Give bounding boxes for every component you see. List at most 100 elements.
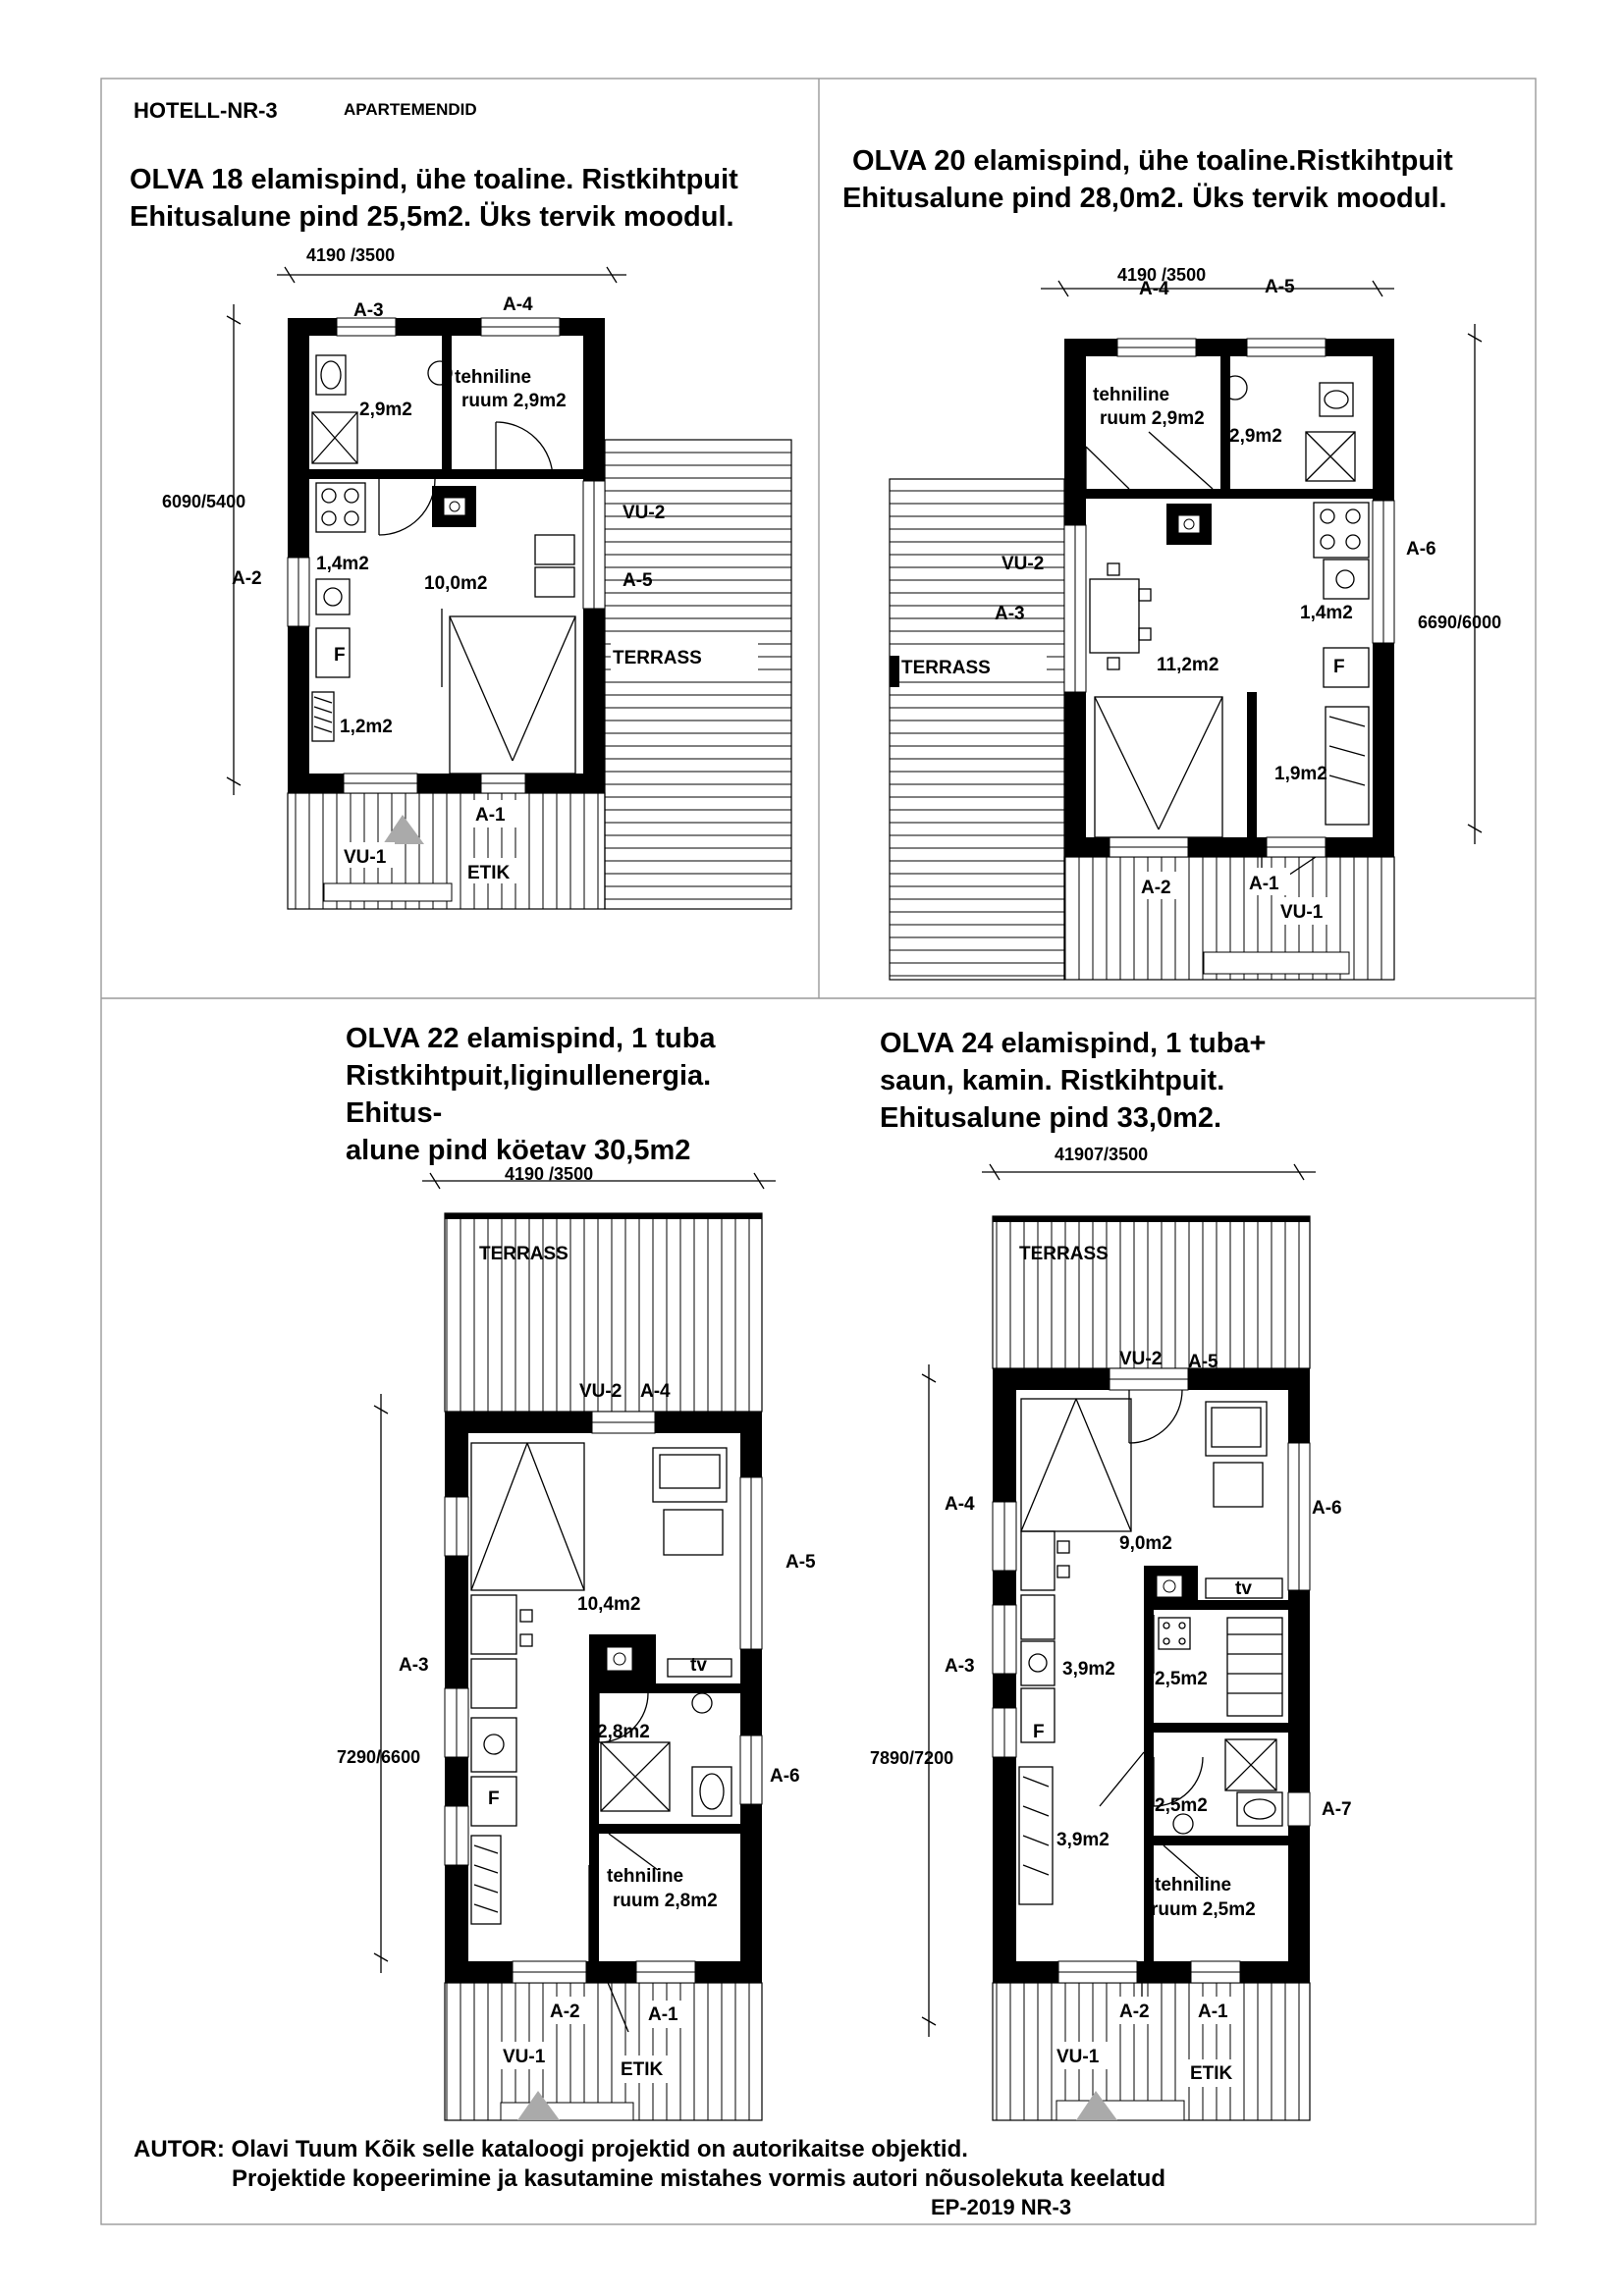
olva20-heading-line1: OLVA 20 elamispind, ühe toaline.Ristkiht… bbox=[852, 145, 1453, 177]
footer-copyright: Projektide kopeerimine ja kasutamine mis… bbox=[232, 2165, 1165, 2192]
olva22-label-a6: A-6 bbox=[770, 1766, 800, 1787]
olva24-heading-line1: OLVA 24 elamispind, 1 tuba+ bbox=[880, 1028, 1266, 1059]
olva24-label-vu2: VU-2 bbox=[1119, 1349, 1162, 1369]
olva20-area-wc: 2,9m2 bbox=[1229, 426, 1282, 447]
olva24-area-wc: 2,5m2 bbox=[1155, 1795, 1208, 1816]
olva18-label-a4: A-4 bbox=[503, 294, 533, 315]
olva22-label-a2: A-2 bbox=[550, 2002, 580, 2022]
olva18-height-dimension: 6090/5400 bbox=[162, 492, 245, 511]
olva18-area-wc: 2,9m2 bbox=[359, 400, 412, 420]
olva18-width-dimension: 4190 /3500 bbox=[306, 245, 395, 265]
olva18-wall-left bbox=[288, 318, 309, 793]
olva24-heading-line3: Ehitusalune pind 33,0m2. bbox=[880, 1102, 1221, 1134]
olva18-area-storage: 1,2m2 bbox=[340, 717, 393, 737]
olva20-label-a2: A-2 bbox=[1141, 878, 1171, 898]
olva18-label-porch: ETIK bbox=[467, 863, 511, 883]
olva20-terrace-deck bbox=[889, 478, 1065, 981]
olva24-area-hall: 3,9m2 bbox=[1056, 1830, 1110, 1850]
olva20-area-main: 11,2m2 bbox=[1157, 655, 1218, 675]
olva24-terrace-deck bbox=[992, 1215, 1311, 1369]
olva24-label-a4: A-4 bbox=[945, 1494, 975, 1515]
olva20-area-storage: 1,9m2 bbox=[1274, 764, 1327, 784]
olva22-heading-line1: OLVA 22 elamispind, 1 tuba bbox=[346, 1023, 716, 1054]
olva22-label-a5: A-5 bbox=[785, 1552, 816, 1573]
olva24-fridge: F bbox=[1033, 1722, 1045, 1742]
olva22-label-terrace: TERRASS bbox=[479, 1244, 568, 1264]
olva24-label-tv: tv bbox=[1235, 1578, 1252, 1599]
olva24-label-a7: A-7 bbox=[1322, 1799, 1352, 1820]
olva18-heading-line1: OLVA 18 elamispind, ühe toaline. Ristkih… bbox=[130, 164, 738, 195]
olva22-entrance-arrow bbox=[517, 2091, 560, 2120]
olva24-label-a6: A-6 bbox=[1312, 1498, 1342, 1519]
olva18-windows bbox=[287, 317, 606, 794]
olva20-heading-line2: Ehitusalune pind 28,0m2. Üks tervik mood… bbox=[842, 182, 1447, 214]
plan-olva-20: OLVA 20 elamispind, ühe toaline.Ristkiht… bbox=[842, 145, 1501, 981]
olva24-label-vu1: VU-1 bbox=[1056, 2047, 1100, 2067]
olva18-label-a2: A-2 bbox=[232, 568, 262, 589]
olva22-label-a3: A-3 bbox=[399, 1655, 429, 1676]
olva18-fixtures bbox=[311, 354, 576, 774]
olva20-area-tech-line1: tehniline bbox=[1093, 385, 1169, 405]
olva18-label-vu2: VU-2 bbox=[623, 503, 665, 523]
olva18-heading-line2: Ehitusalune pind 25,5m2. Üks tervik mood… bbox=[130, 200, 734, 233]
sheet-frame bbox=[100, 78, 1537, 2225]
plan-olva-18: OLVA 18 elamispind, ühe toaline. Ristkih… bbox=[130, 164, 792, 910]
olva22-area-tech-line1: tehniline bbox=[607, 1866, 683, 1887]
olva24-area-sauna: 2,5m2 bbox=[1155, 1669, 1208, 1689]
olva24-area-tech-line2: ruum 2,5m2 bbox=[1151, 1899, 1256, 1920]
olva18-area-tech-line2: ruum 2,9m2 bbox=[461, 391, 567, 411]
olva18-label-a3: A-3 bbox=[353, 300, 384, 321]
olva18-label-a1: A-1 bbox=[475, 805, 506, 826]
olva20-label-terrace: TERRASS bbox=[901, 658, 991, 678]
olva24-entrance-arrow bbox=[1076, 2091, 1117, 2120]
olva22-label-tv: tv bbox=[690, 1655, 707, 1676]
olva22-label-a4: A-4 bbox=[640, 1381, 671, 1402]
sheet-title: HOTELL-NR-3 bbox=[134, 98, 278, 123]
olva20-area-tech-line2: ruum 2,9m2 bbox=[1100, 408, 1205, 429]
olva22-area-main: 10,4m2 bbox=[577, 1594, 640, 1615]
olva24-label-a3: A-3 bbox=[945, 1656, 975, 1677]
olva24-label-porch: ETIK bbox=[1190, 2063, 1233, 2084]
olva20-fridge: F bbox=[1333, 657, 1345, 677]
olva24-area-tech-line1: tehniline bbox=[1155, 1875, 1231, 1896]
olva24-label-terrace: TERRASS bbox=[1019, 1244, 1109, 1264]
olva24-label-a5: A-5 bbox=[1188, 1352, 1218, 1372]
olva20-label-vu2: VU-2 bbox=[1001, 554, 1044, 574]
olva22-area-wc: 2,8m2 bbox=[597, 1722, 650, 1742]
olva22-label-vu2: VU-2 bbox=[579, 1381, 622, 1402]
plan-olva-24: OLVA 24 elamispind, 1 tuba+ saun, kamin.… bbox=[870, 1028, 1352, 2121]
olva20-height-dimension: 6690/6000 bbox=[1418, 613, 1501, 632]
footer-code: EP-2019 NR-3 bbox=[931, 2195, 1071, 2219]
olva24-area-main: 9,0m2 bbox=[1119, 1533, 1172, 1554]
olva22-heading-line4: alune pind köetav 30,5m2 bbox=[346, 1135, 690, 1166]
olva22-label-a1: A-1 bbox=[648, 2004, 678, 2025]
olva24-label-a1: A-1 bbox=[1198, 2002, 1228, 2022]
olva20-label-a6: A-6 bbox=[1406, 539, 1436, 560]
olva24-area-kitchen: 3,9m2 bbox=[1062, 1659, 1115, 1680]
olva18-area-main: 10,0m2 bbox=[424, 573, 487, 594]
olva18-area-kitchen: 1,4m2 bbox=[316, 554, 369, 574]
olva20-width-dimension: 4190 /3500 bbox=[1117, 265, 1206, 285]
olva20-label-a1: A-1 bbox=[1249, 874, 1279, 894]
olva22-label-vu1: VU-1 bbox=[503, 2047, 546, 2067]
olva20-label-a5: A-5 bbox=[1265, 277, 1295, 297]
olva18-fridge: F bbox=[334, 645, 346, 666]
olva24-label-a2: A-2 bbox=[1119, 2002, 1150, 2022]
olva22-width-dimension: 4190 /3500 bbox=[505, 1164, 593, 1184]
olva18-label-terrace: TERRASS bbox=[613, 648, 702, 668]
olva22-fridge: F bbox=[488, 1789, 500, 1809]
olva22-height-dimension: 7290/6600 bbox=[337, 1747, 420, 1767]
olva22-heading-line3: Ehitus- bbox=[346, 1097, 442, 1129]
olva20-label-a3: A-3 bbox=[995, 604, 1025, 624]
olva22-area-tech-line2: ruum 2,8m2 bbox=[613, 1891, 718, 1911]
olva18-label-vu1: VU-1 bbox=[344, 847, 387, 868]
footer-author: AUTOR: Olavi Tuum Kõik selle kataloogi p… bbox=[134, 2136, 968, 2163]
sheet-subtitle: APARTEMENDID bbox=[344, 100, 477, 119]
olva24-width-dimension: 41907/3500 bbox=[1055, 1145, 1148, 1164]
olva22-label-porch: ETIK bbox=[621, 2059, 664, 2080]
olva24-heading-line2: saun, kamin. Ristkihtpuit. bbox=[880, 1065, 1224, 1096]
plan-olva-22: OLVA 22 elamispind, 1 tuba Ristkihtpuit,… bbox=[337, 1023, 816, 2121]
olva24-height-dimension: 7890/7200 bbox=[870, 1748, 953, 1768]
olva22-heading-line2: Ristkihtpuit,liginullenergia. bbox=[346, 1060, 711, 1092]
olva20-label-vu1: VU-1 bbox=[1280, 902, 1324, 923]
